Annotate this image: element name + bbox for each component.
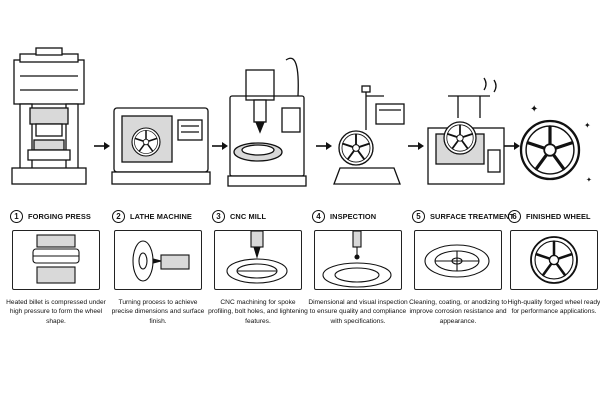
- arrow-right-icon: [212, 142, 228, 150]
- step-number: 5: [412, 209, 425, 223]
- lathe-machine-illustration: [111, 107, 211, 185]
- step-number: 6: [508, 209, 521, 223]
- inspection-station-illustration: [333, 85, 405, 185]
- process-illustration-row: ✦ ✦ ✦: [11, 47, 592, 187]
- step-title: LATHE MACHINE: [130, 211, 192, 221]
- step-forging-press: 1 FORGING PRESS Heated billet is compress…: [6, 208, 106, 325]
- step-description: Turning process to achieve precise dimen…: [111, 299, 205, 325]
- sparkle-icon: ✦: [586, 176, 592, 184]
- arrow-right-icon: [408, 142, 424, 150]
- step-description: High-quality forged wheel ready for perf…: [507, 299, 600, 316]
- step-cnc-mill: 3 CNC MILL CNC machining for spoke profil…: [208, 208, 308, 325]
- step-finished-wheel: 6 FINISHED WHEEL High-quality forged whee…: [508, 208, 600, 315]
- step-number: 4: [312, 209, 325, 223]
- forging-press-illustration: [11, 47, 87, 185]
- arrow-right-icon: [94, 142, 110, 150]
- forging-press-icon: [12, 230, 100, 290]
- step-title: INSPECTION: [330, 211, 377, 221]
- step-surface-treatment: 5 SURFACE TREATMENT Cleaning, coating, or…: [409, 208, 514, 325]
- step-number: 2: [112, 209, 125, 223]
- cnc-mill-illustration: [227, 57, 307, 187]
- flow-arrows: [94, 142, 520, 150]
- surface-treatment-illustration: [427, 77, 505, 185]
- step-number: 3: [212, 209, 225, 223]
- finished-wheel-illustration: ✦ ✦ ✦: [519, 104, 592, 184]
- step-title: FINISHED WHEEL: [526, 211, 591, 221]
- sparkle-icon: ✦: [530, 104, 538, 115]
- cnc-mill-icon: [214, 230, 302, 290]
- surface-treatment-icon: [414, 230, 502, 290]
- sparkle-icon: ✦: [584, 121, 591, 130]
- step-description: Cleaning, coating, or anodizing to impro…: [409, 299, 507, 325]
- step-description: CNC machining for spoke profiling, bolt …: [208, 299, 308, 325]
- arrow-right-icon: [504, 142, 520, 150]
- step-title: FORGING PRESS: [28, 211, 91, 221]
- lathe-machine-icon: [114, 230, 202, 290]
- step-title: CNC MILL: [230, 211, 267, 221]
- step-lathe-machine: 2 LATHE MACHINE Turning process to achiev…: [112, 208, 208, 325]
- inspection-probe-icon: [314, 230, 402, 290]
- step-description: Heated billet is compressed under high p…: [6, 299, 106, 325]
- step-description: Dimensional and visual inspection to ens…: [308, 299, 408, 325]
- step-number: 1: [10, 209, 23, 223]
- finished-wheel-icon: [510, 230, 598, 290]
- step-title: SURFACE TREATMENT: [430, 211, 515, 221]
- step-inspection: 4 INSPECTION Dimensional and visual inspe…: [308, 208, 408, 325]
- arrow-right-icon: [316, 142, 332, 150]
